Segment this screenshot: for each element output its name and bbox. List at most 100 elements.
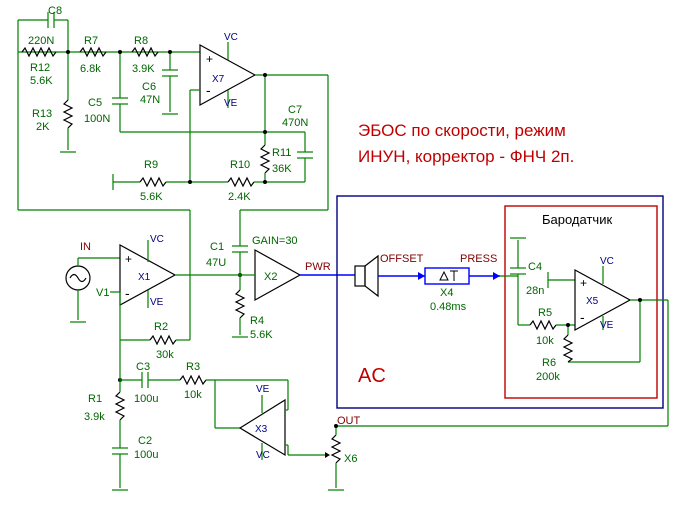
label-c3-value: 100u [134, 393, 158, 405]
label-v1: V1 [96, 287, 109, 299]
net-press: PRESS [460, 253, 497, 265]
label-r5-value: 10k [536, 335, 554, 347]
label-x3-ve: VE [256, 384, 270, 395]
label-r13: R13 [32, 108, 52, 120]
net-pwr: PWR [305, 261, 331, 273]
ac-label: AC [358, 365, 386, 387]
description-line-2: ИНУН, корректор - ФНЧ 2п. [358, 147, 574, 166]
label-r12: R12 [30, 62, 50, 74]
resistor-r8 [131, 46, 159, 58]
capacitor-c8 [17, 12, 69, 52]
net-in: IN [80, 241, 91, 253]
label-c6: C6 [142, 81, 156, 93]
label-r1: R1 [88, 393, 102, 405]
label-x4-value: 0.48ms [430, 301, 467, 313]
resistor-r7 [79, 46, 107, 58]
label-x1: X1 [138, 272, 151, 283]
resistor-r5 [529, 319, 557, 331]
label-x1-ve: VE [150, 297, 164, 308]
label-c4: C4 [528, 261, 542, 273]
resistor-r9 [139, 176, 167, 188]
label-r8-value: 3.9K [132, 63, 155, 75]
resistor-r1 [114, 391, 126, 421]
opamp-x5: + - [574, 266, 632, 332]
sensor-label: Бародатчик [542, 212, 612, 227]
label-x5: X5 [586, 296, 599, 307]
delay-x4 [424, 267, 470, 285]
resistor-r2 [149, 334, 177, 346]
label-c3: C3 [136, 361, 150, 373]
resistor-r10 [227, 176, 255, 188]
label-c1: C1 [210, 241, 224, 253]
label-c5-value: 100N [84, 113, 110, 125]
speaker-icon [354, 254, 379, 298]
label-r4: R4 [250, 315, 264, 327]
resistor-r3 [179, 374, 207, 386]
resistor-r11 [259, 144, 271, 174]
opamp-x1: + - [119, 240, 177, 308]
label-c1-value: 47U [206, 257, 226, 269]
label-x2: X2 [264, 271, 277, 283]
label-r5: R5 [538, 307, 552, 319]
label-r12-value: 5.6K [30, 75, 53, 87]
label-x7-ve: VE [224, 98, 238, 109]
label-c2: C2 [138, 435, 152, 447]
ac-block [336, 195, 664, 409]
label-r10-value: 2.4K [228, 191, 251, 203]
resistor-r6 [562, 334, 574, 363]
label-x5-ve: VE [600, 320, 614, 331]
label-c4-value: 28n [526, 285, 544, 297]
label-r12-top: 220N [28, 35, 54, 47]
description-line-1: ЭБОС по скорости, режим [358, 121, 566, 140]
svg-text:-: - [125, 285, 130, 301]
svg-text:-: - [206, 82, 211, 98]
label-r1-value: 3.9k [84, 411, 105, 423]
label-x7-vc: VC [224, 32, 238, 43]
svg-text:+: + [206, 52, 213, 66]
label-x1-vc: VC [150, 234, 164, 245]
potentiometer-x6 [325, 434, 342, 464]
label-r2: R2 [154, 321, 168, 333]
label-r6-value: 200k [536, 371, 560, 383]
label-c7: C7 [288, 104, 302, 116]
label-r10: R10 [230, 159, 250, 171]
amplifier-x2 [254, 248, 302, 302]
label-c8: C8 [48, 5, 62, 17]
label-x2-gain: GAIN=30 [252, 235, 298, 247]
label-x7: X7 [212, 74, 225, 85]
sensor-block [504, 205, 658, 399]
label-r9-value: 5.6K [140, 191, 163, 203]
label-c5: C5 [88, 97, 102, 109]
label-c2-value: 100u [134, 449, 158, 461]
svg-text:-: - [580, 309, 585, 325]
opamp-x3 [238, 395, 286, 460]
svg-text:+: + [580, 276, 587, 290]
label-r13-value: 2K [36, 121, 50, 133]
label-x6: X6 [344, 453, 357, 465]
label-r3-value: 10k [184, 389, 202, 401]
label-r7: R7 [84, 35, 98, 47]
label-r6: R6 [542, 357, 556, 369]
label-r11: R11 [272, 147, 291, 159]
resistor-r4 [234, 289, 246, 319]
label-r9: R9 [144, 159, 158, 171]
label-x3-vc: VC [256, 450, 270, 461]
label-r4-value: 5.6K [250, 329, 273, 341]
resistor-r13 [62, 99, 74, 129]
net-offset: OFFSET [380, 253, 424, 265]
label-x3: X3 [255, 424, 268, 435]
label-r11-value: 36K [272, 163, 292, 175]
opamp-x7: + - [199, 42, 257, 108]
label-r8: R8 [134, 35, 148, 47]
label-r3: R3 [186, 361, 200, 373]
svg-text:+: + [125, 252, 132, 266]
label-r7-value: 6.8k [80, 63, 101, 75]
label-x5-vc: VC [600, 256, 614, 267]
net-out: OUT [337, 415, 361, 427]
label-c7-value: 470N [282, 117, 308, 129]
label-c6-value: 47N [140, 94, 160, 106]
resistor-r12 [21, 46, 57, 58]
label-r2-value: 30k [156, 349, 174, 361]
